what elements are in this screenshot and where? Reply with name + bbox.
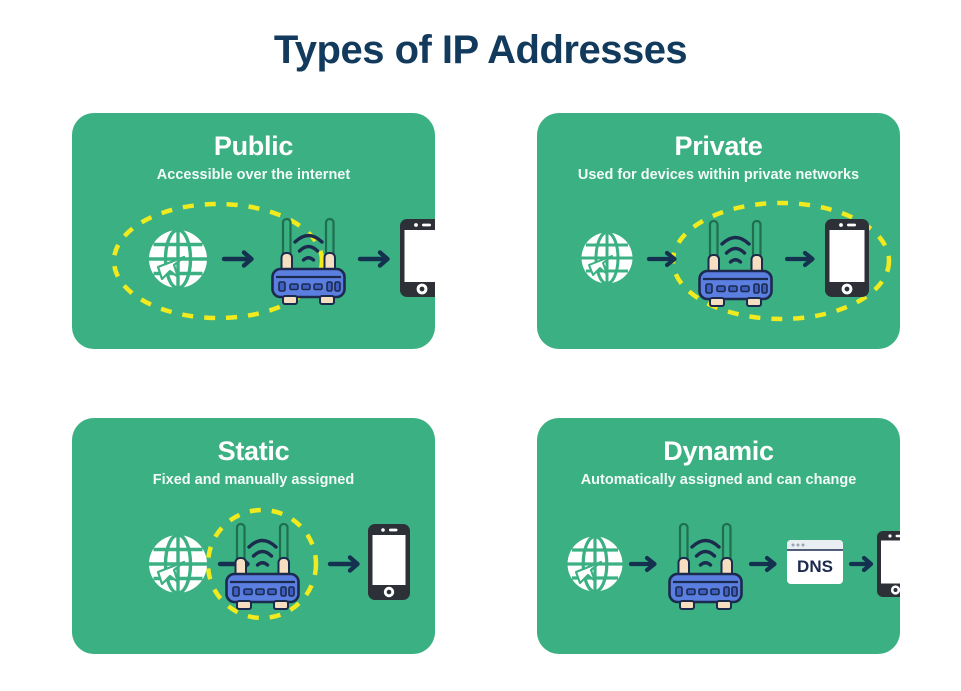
smartphone-icon xyxy=(825,219,869,297)
card-subtitle: Automatically assigned and can change xyxy=(580,472,857,488)
arrow-right-icon xyxy=(646,250,677,268)
page-title: Types of IP Addresses xyxy=(273,28,688,72)
card-title: Public xyxy=(213,131,294,161)
illustration-private xyxy=(537,199,900,324)
router-icon xyxy=(668,522,743,610)
globe-icon xyxy=(567,534,623,594)
card-title: Static xyxy=(217,436,290,466)
smartphone-icon xyxy=(877,531,900,597)
arrow-right-icon xyxy=(327,555,360,573)
router-icon xyxy=(698,219,773,307)
card-subtitle: Accessible over the internet xyxy=(156,167,351,183)
highlight-ellipse xyxy=(111,201,325,321)
smartphone-icon xyxy=(368,524,410,600)
smartphone-icon xyxy=(400,219,435,297)
card-subtitle: Fixed and manually assigned xyxy=(152,472,355,488)
globe-icon xyxy=(149,228,207,290)
highlight-ellipse xyxy=(205,507,319,621)
card-grid: Public Accessible over the internet xyxy=(72,113,900,654)
illustration-static xyxy=(72,504,435,629)
card-public[interactable]: Public Accessible over the internet xyxy=(72,113,435,349)
arrow-right-icon xyxy=(357,250,390,268)
card-title: Dynamic xyxy=(663,436,774,466)
router-icon xyxy=(225,522,300,610)
card-static[interactable]: Static Fixed and manually assigned xyxy=(72,418,435,654)
card-subtitle: Used for devices within private networks xyxy=(577,167,860,183)
dns-label: DNS xyxy=(797,557,833,576)
globe-icon xyxy=(149,533,207,595)
card-title: Private xyxy=(674,131,763,161)
arrow-right-icon xyxy=(848,555,874,573)
arrow-right-icon xyxy=(221,250,254,268)
illustration-public xyxy=(72,199,435,324)
arrow-right-icon xyxy=(628,555,657,573)
arrow-right-icon xyxy=(784,250,815,268)
globe-icon xyxy=(581,231,633,285)
dns-window-icon: DNS xyxy=(787,540,843,584)
card-private[interactable]: Private Used for devices within private … xyxy=(537,113,900,349)
router-icon xyxy=(271,217,346,305)
illustration-dynamic: DNS xyxy=(537,504,900,629)
card-dynamic[interactable]: Dynamic Automatically assigned and can c… xyxy=(537,418,900,654)
arrow-right-icon xyxy=(748,555,777,573)
